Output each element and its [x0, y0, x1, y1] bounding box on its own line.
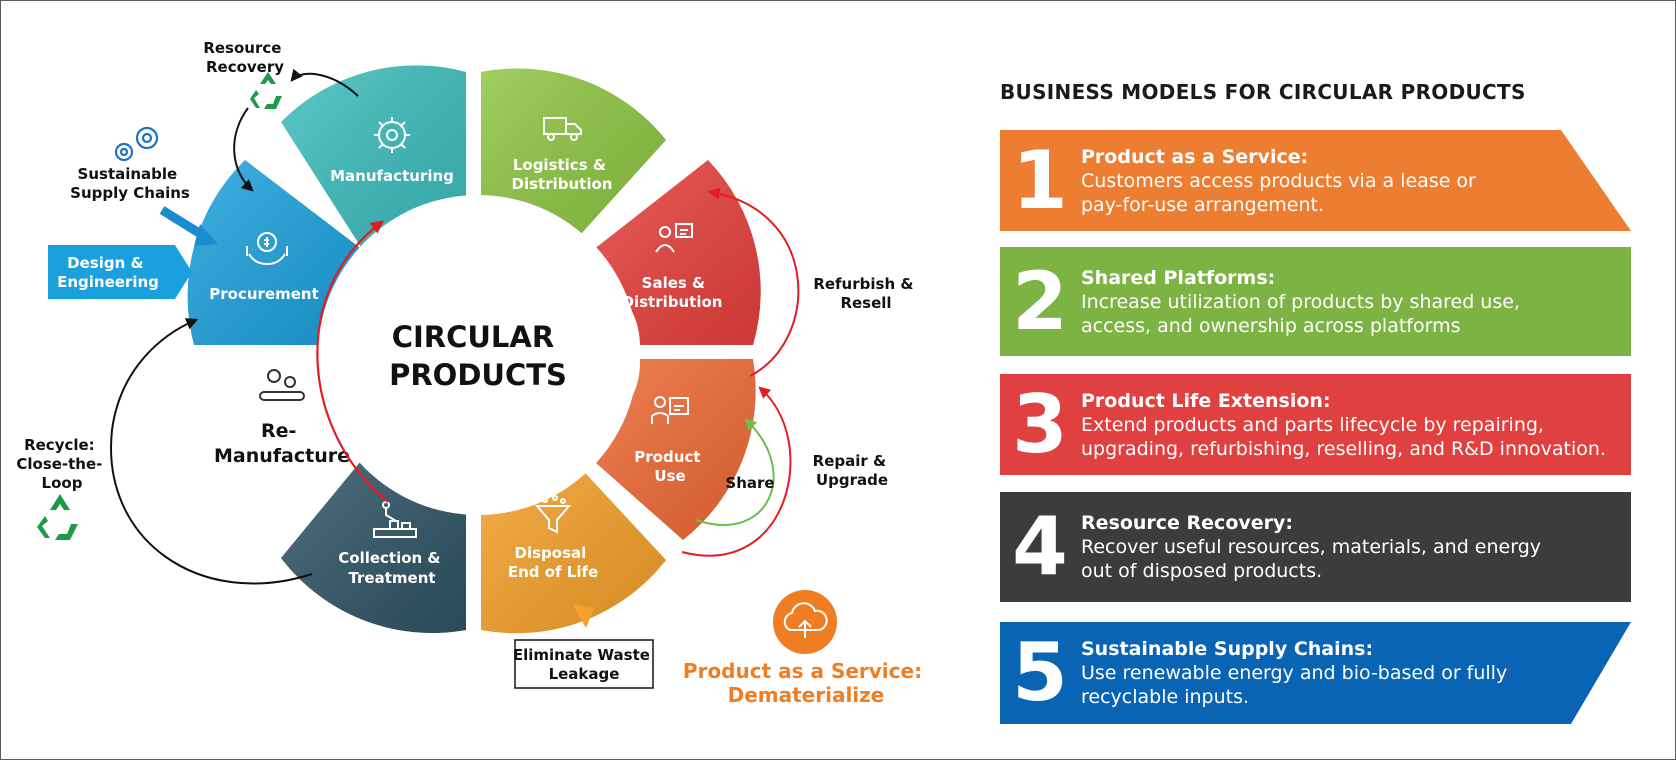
resource-recovery-arrow	[290, 68, 359, 97]
remanufacture-label: Re- Manufacture	[214, 420, 350, 467]
model-1-title: Product as a Service:	[1081, 145, 1309, 168]
model-2: 2 Shared Platforms: Increase utilization…	[1000, 247, 1631, 356]
model-2-title: Shared Platforms:	[1081, 266, 1276, 289]
design-engineering-label: Design & Engineering	[57, 254, 159, 291]
segment-label-collection: Collection & Treatment	[338, 549, 446, 587]
model-5-bg	[1000, 622, 1631, 724]
model-5-title: Sustainable Supply Chains:	[1081, 638, 1374, 660]
model-4-bg	[1000, 492, 1631, 602]
recycle-label: Recycle: Close-the- Loop	[16, 436, 107, 492]
model-4-title: Resource Recovery:	[1081, 512, 1293, 534]
salesperson-icon	[655, 223, 693, 253]
model-5-number: 5	[1012, 626, 1068, 719]
eliminate-waste-label: Eliminate Waste Leakage	[513, 646, 655, 683]
reman-flow-arrow	[316, 220, 389, 503]
cloud-upload-icon	[783, 602, 828, 638]
resource-recovery-down-arrow	[233, 107, 254, 192]
segment-label-disposal: Disposal End of Life	[508, 544, 598, 581]
model-2-number: 2	[1012, 254, 1068, 348]
segment-label-procurement: Procurement	[209, 285, 319, 303]
model-4-desc-line2: out of disposed products.	[1081, 560, 1323, 582]
hub-circle	[318, 195, 638, 515]
refurbish-arrow	[707, 187, 800, 377]
sustainable-supply-label: Sustainable Supply Chains	[70, 165, 190, 202]
recycle-icon	[250, 72, 282, 109]
model-1-number: 1	[1012, 133, 1068, 227]
segment-label-sales: Sales & Distribution	[622, 274, 723, 311]
business-models-title: BUSINESS MODELS FOR CIRCULAR PRODUCTS	[1000, 80, 1526, 104]
design-engineering-arrow	[48, 245, 192, 299]
segment-label-manufacturing: Manufacturing	[330, 167, 454, 185]
truck-icon	[543, 117, 582, 141]
model-5-desc-line1: Use renewable energy and bio-based or fu…	[1081, 662, 1508, 684]
model-1: 1 Product as a Service: Customers access…	[1000, 130, 1631, 231]
share-label: Share	[725, 474, 774, 492]
model-3: 3 Product Life Extension: Extend product…	[1000, 374, 1631, 475]
repair-arrow	[681, 386, 792, 557]
model-2-desc-line2: access, and ownership across platforms	[1081, 314, 1461, 337]
gears-conveyor-icon	[259, 369, 305, 401]
model-2-desc-line1: Increase utilization of products by shar…	[1081, 290, 1520, 313]
refurbish-label: Refurbish & Resell	[813, 275, 918, 312]
gear-icon	[114, 126, 159, 162]
funnel-icon	[534, 495, 572, 534]
model-5: 5 Sustainable Supply Chains: Use renewab…	[1000, 622, 1631, 724]
segment-label-logistics: Logistics & Distribution	[512, 156, 613, 193]
model-2-bg	[1000, 247, 1631, 356]
repair-label: Repair & Upgrade	[813, 452, 892, 489]
model-3-bg	[1000, 374, 1631, 475]
eliminate-waste-box	[514, 639, 654, 689]
resource-recovery-label: Resource Recovery	[203, 39, 286, 76]
model-4: 4 Resource Recovery: Recover useful reso…	[1000, 492, 1631, 602]
supply-chain-arrow	[159, 206, 207, 240]
circular-products-diagram: CIRCULAR PRODUCTS	[16, 39, 929, 707]
model-4-number: 4	[1012, 500, 1068, 593]
model-5-desc-line2: recyclable inputs.	[1081, 686, 1250, 708]
model-1-bg	[1000, 130, 1631, 231]
model-1-desc-line2: pay-for-use arrangement.	[1081, 193, 1325, 216]
segment-label-product-use: Product Use	[634, 448, 705, 485]
gear-wrench-icon	[374, 117, 410, 153]
model-1-desc-line1: Customers access products via a lease or	[1081, 169, 1476, 192]
model-4-desc-line1: Recover useful resources, materials, and…	[1081, 536, 1541, 558]
recycle-loop-arrow	[110, 318, 313, 585]
robot-arm-icon	[373, 501, 417, 538]
model-3-title: Product Life Extension:	[1081, 389, 1331, 412]
worker-screen-icon	[651, 396, 689, 424]
model-3-number: 3	[1012, 377, 1068, 471]
model-3-desc-line2: upgrading, refurbishing, reselling, and …	[1081, 437, 1606, 460]
paas-label: Product as a Service: Dematerialize	[683, 659, 929, 707]
model-3-desc-line1: Extend products and parts lifecycle by r…	[1081, 413, 1544, 436]
share-arrow	[695, 418, 775, 526]
hands-dollar-icon	[246, 232, 288, 266]
recycle-icon-2	[37, 494, 78, 540]
center-title: CIRCULAR PRODUCTS	[389, 320, 567, 392]
